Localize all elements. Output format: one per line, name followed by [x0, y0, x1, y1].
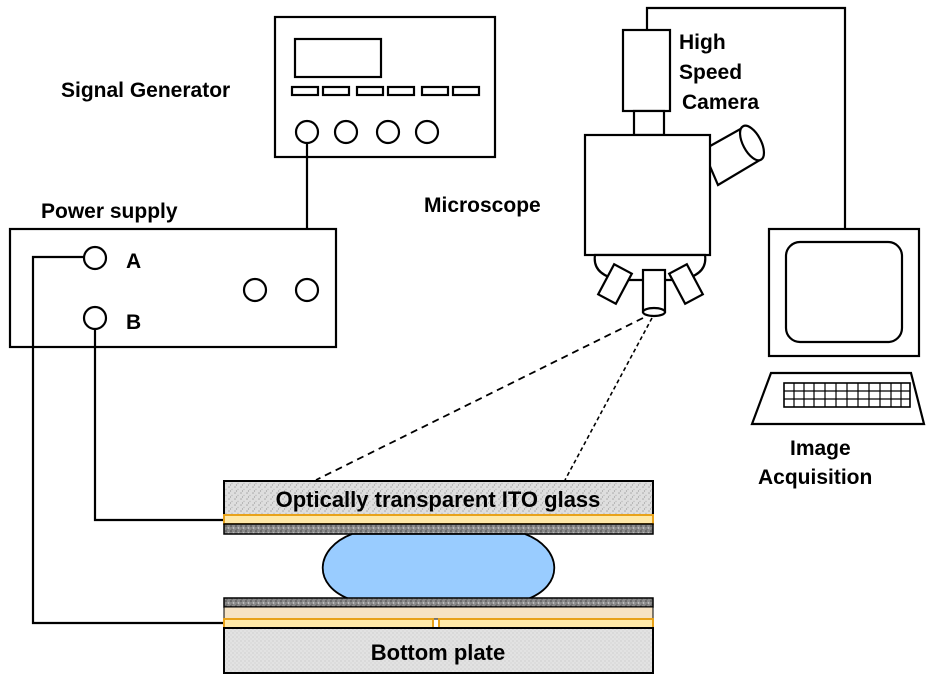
view-line-right: [564, 317, 653, 481]
power-supply: [8, 227, 338, 349]
camera-cable: [645, 6, 847, 229]
microscope-label: Microscope: [424, 194, 541, 217]
signal-generator-label: Signal Generator: [61, 79, 230, 102]
bottom-electrode-right: [438, 618, 654, 629]
signal-generator: [273, 15, 497, 159]
terminal-a-label: A: [126, 250, 141, 273]
bottom-coating: [223, 597, 654, 608]
high-speed-camera: [621, 28, 672, 113]
terminal-b-socket: [82, 305, 108, 331]
bottom-dielectric: [223, 606, 654, 620]
keyboard-keys: [783, 382, 911, 408]
signal-generator-buttons: [290, 85, 481, 97]
image-acquisition-label-line2: Acquisition: [758, 466, 872, 489]
objective-left: [596, 262, 634, 306]
bottom-substrate: [223, 627, 654, 674]
view-line-left: [315, 317, 644, 481]
signal-input-socket: [294, 277, 320, 303]
camera-label-line1: High: [679, 31, 726, 54]
computer-screen: [784, 240, 904, 344]
signal-generator-knobs: [294, 119, 440, 145]
camera-coupler: [632, 109, 666, 137]
bottom-plate: [223, 597, 654, 674]
terminal-b-label: B: [126, 311, 141, 334]
objective-right: [667, 262, 705, 306]
power-knob: [242, 277, 268, 303]
wire-b: [93, 329, 228, 522]
camera-label-line3: Camera: [682, 91, 759, 114]
computer: [750, 227, 926, 426]
wire-a: [31, 255, 228, 625]
signal-generator-display: [293, 37, 383, 79]
camera-label-line2: Speed: [679, 61, 742, 84]
microscope: [583, 28, 766, 318]
image-acquisition-label-line1: Image: [790, 437, 851, 460]
objective-center: [641, 268, 667, 314]
top-electrode: [223, 514, 654, 525]
droplet: [321, 533, 556, 601]
power-supply-label: Power supply: [41, 200, 178, 223]
microscope-body: [583, 133, 712, 257]
bottom-plate-label: Bottom plate: [371, 640, 505, 665]
ito-glass-label: Optically transparent ITO glass: [276, 487, 601, 512]
bottom-electrode-left: [223, 618, 434, 629]
terminal-a-socket: [82, 245, 108, 271]
top-coating: [223, 523, 654, 535]
